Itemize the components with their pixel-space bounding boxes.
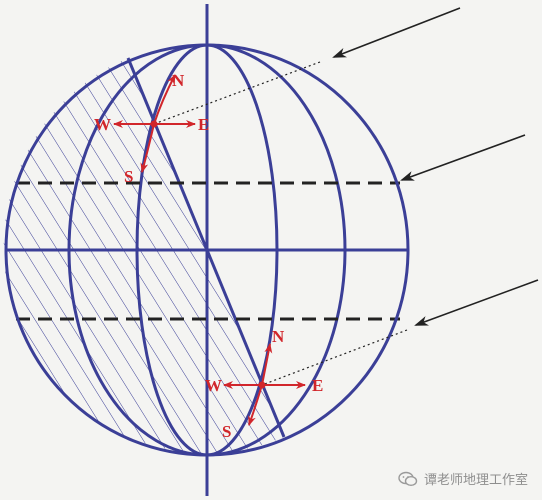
sun-ray-middle <box>400 134 526 181</box>
compass-lower <box>223 343 306 426</box>
compass-lower-north-arrow <box>261 343 273 386</box>
compass-upper-center <box>150 120 158 128</box>
compass-lower-south-label: S <box>222 422 231 441</box>
compass-upper-south-arrow <box>140 123 155 173</box>
wechat-icon <box>398 471 418 486</box>
night-hemisphere-hatch <box>3 58 285 453</box>
sun-ray-lower-dotted <box>261 329 408 386</box>
watermark-text: 谭老师地理工作室 <box>423 473 528 488</box>
watermark: 谭老师地理工作室 <box>398 469 528 488</box>
globe-outline <box>4 43 410 457</box>
compass-upper-west-label: W <box>94 115 111 134</box>
compass-lower-north-label: N <box>272 327 285 346</box>
compass-lower-east-label: E <box>312 376 323 395</box>
compass-upper <box>113 74 196 173</box>
compass-upper-north-label: N <box>172 71 185 90</box>
compass-upper-south-label: S <box>124 167 133 186</box>
compass-lower-west-label: W <box>205 376 222 395</box>
sun-ray-upper <box>332 7 461 58</box>
compass-upper-north-arrow <box>153 74 176 125</box>
sun-ray-lower <box>414 279 539 326</box>
compass-upper-east-label: E <box>198 115 209 134</box>
compass-lower-center <box>258 381 266 389</box>
